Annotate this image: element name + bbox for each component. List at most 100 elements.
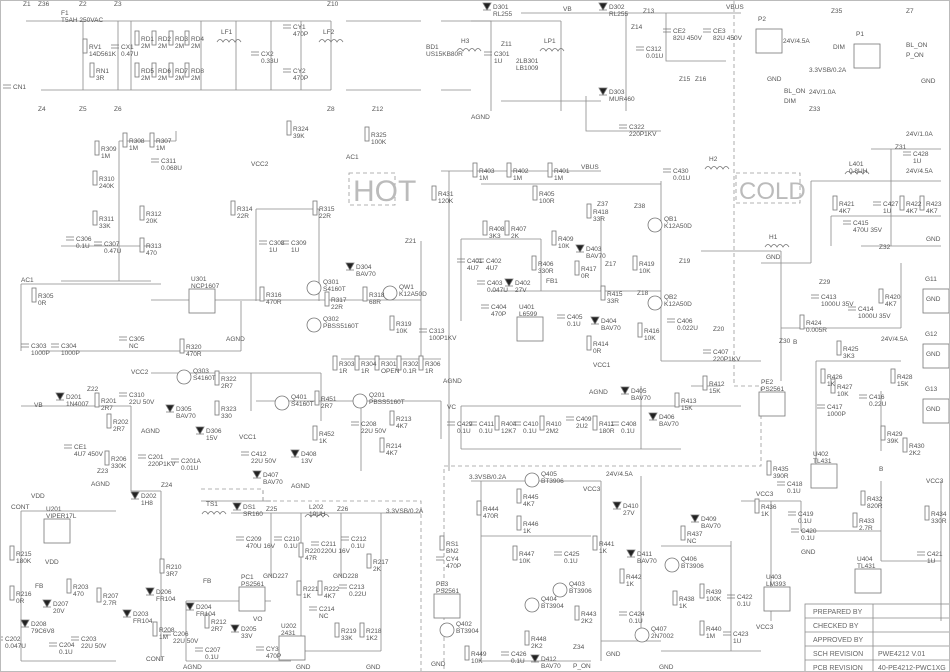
- component-ref: C404: [491, 304, 507, 311]
- net-label: Z36: [38, 1, 50, 8]
- net-label: VCC3: [583, 486, 601, 493]
- resistor-symbol: [334, 622, 340, 638]
- component-value: 15V: [206, 435, 218, 442]
- component-ref: R306: [425, 361, 441, 368]
- net-label: 3.3VSB/0.2A: [809, 67, 847, 74]
- diode-symbol: [648, 412, 658, 421]
- resistor-symbol: [184, 30, 190, 46]
- component-value: 330R: [538, 268, 554, 275]
- component-q303: [176, 369, 192, 385]
- resistor-symbol: [902, 437, 908, 453]
- component-value: 470: [73, 591, 84, 598]
- component-g13: [922, 398, 949, 424]
- component-c305: [119, 336, 127, 341]
- component-value: 470P: [491, 311, 506, 318]
- resistor-symbol: [551, 230, 557, 246]
- ic-symbol: [922, 398, 949, 424]
- title-block-label: APPROVED BY: [813, 637, 864, 644]
- title-block-frame: [804, 603, 949, 671]
- component-cx1: [111, 44, 119, 49]
- component-value: 4K7: [523, 501, 535, 508]
- resistor-symbol: [214, 400, 220, 416]
- net-label: 3.3VSB/0.2A: [386, 508, 424, 515]
- component-lp1: [539, 48, 565, 52]
- resistor-symbol: [586, 335, 592, 351]
- component-r311: [92, 210, 98, 226]
- inductor-symbol: [216, 39, 242, 43]
- component-value: 100P1KV: [429, 335, 457, 342]
- component-value: 0.1U: [479, 428, 493, 435]
- component-ref: U403: [766, 574, 782, 581]
- component-r448: [524, 630, 530, 646]
- component-rd2: [151, 30, 157, 46]
- capacitor-symbol: [138, 454, 146, 459]
- component-r324: [286, 120, 292, 136]
- component-value: 22R: [237, 213, 249, 220]
- net-label: GND: [926, 406, 941, 413]
- resistor-symbol: [94, 392, 100, 408]
- component-value: 0R: [38, 300, 47, 307]
- capacitor-symbol: [1, 636, 3, 641]
- capacitor-symbol: [111, 44, 119, 49]
- component-value: 470R: [483, 513, 499, 520]
- inductor-symbol: [844, 171, 870, 175]
- component-ref: C310: [129, 392, 145, 399]
- resistor-symbol: [699, 583, 705, 599]
- component-ref: C410: [523, 421, 539, 428]
- component-ref: R446: [523, 521, 539, 528]
- ic-symbol: [516, 316, 544, 342]
- component-r430: [902, 437, 908, 453]
- capacitor-symbol: [791, 528, 799, 533]
- component-value: BN2: [446, 548, 459, 555]
- component-value: 2.7R: [859, 525, 873, 532]
- component-r435: [766, 460, 772, 476]
- transistor-symbol: [552, 582, 568, 598]
- component-ref: D201: [66, 394, 82, 401]
- ic-symbol: [763, 586, 791, 612]
- net-label: GND: [296, 664, 311, 671]
- net-label: Z1: [23, 1, 31, 8]
- component-value: 220P1KV: [148, 461, 176, 468]
- component-ref: R302: [403, 361, 419, 368]
- capacitor-symbol: [236, 536, 244, 541]
- component-value: 0.01U: [646, 53, 664, 60]
- component-value: 4K7: [839, 208, 851, 215]
- component-r446: [516, 515, 522, 531]
- resistor-symbol: [151, 30, 157, 46]
- component-ref: R436: [761, 504, 777, 511]
- component-value: 1U: [733, 638, 742, 645]
- component-r212: [204, 613, 210, 629]
- component-ref: D303: [609, 89, 625, 96]
- net-label: VCC1: [593, 362, 611, 369]
- component-r451: [314, 390, 320, 406]
- net-label: Z15: [679, 76, 691, 83]
- capacitor-symbol: [419, 328, 427, 333]
- net-label: AGND: [226, 336, 245, 343]
- component-ref: C209: [246, 536, 262, 543]
- component-value: 2K: [511, 233, 520, 240]
- component-ref: C421: [927, 551, 943, 558]
- net-label: Z11: [501, 41, 512, 48]
- net-label: VCC2: [251, 161, 269, 168]
- diode-symbol: [345, 262, 355, 271]
- component-value: 4U7: [486, 265, 498, 272]
- component-ref: R448: [531, 636, 547, 643]
- component-u402: [810, 463, 838, 489]
- net-label: Z10: [327, 1, 339, 8]
- net-label: Z32: [879, 244, 891, 251]
- capacitor-symbol: [309, 606, 317, 611]
- component-ref: C322: [629, 124, 645, 131]
- component-ref: R303: [339, 361, 355, 368]
- component-value: FR104: [196, 611, 216, 618]
- component-ref: C305: [129, 336, 145, 343]
- capacitor-symbol: [151, 158, 159, 163]
- resistor-symbol: [362, 286, 368, 302]
- resistor-symbol: [314, 390, 320, 406]
- component-value: 1K: [761, 511, 770, 518]
- component-value: 470: [146, 250, 157, 257]
- component-c418: [777, 481, 785, 486]
- component-ref: R403: [479, 168, 495, 175]
- capacitor-symbol: [903, 151, 911, 156]
- component-value: 2R7: [221, 383, 233, 390]
